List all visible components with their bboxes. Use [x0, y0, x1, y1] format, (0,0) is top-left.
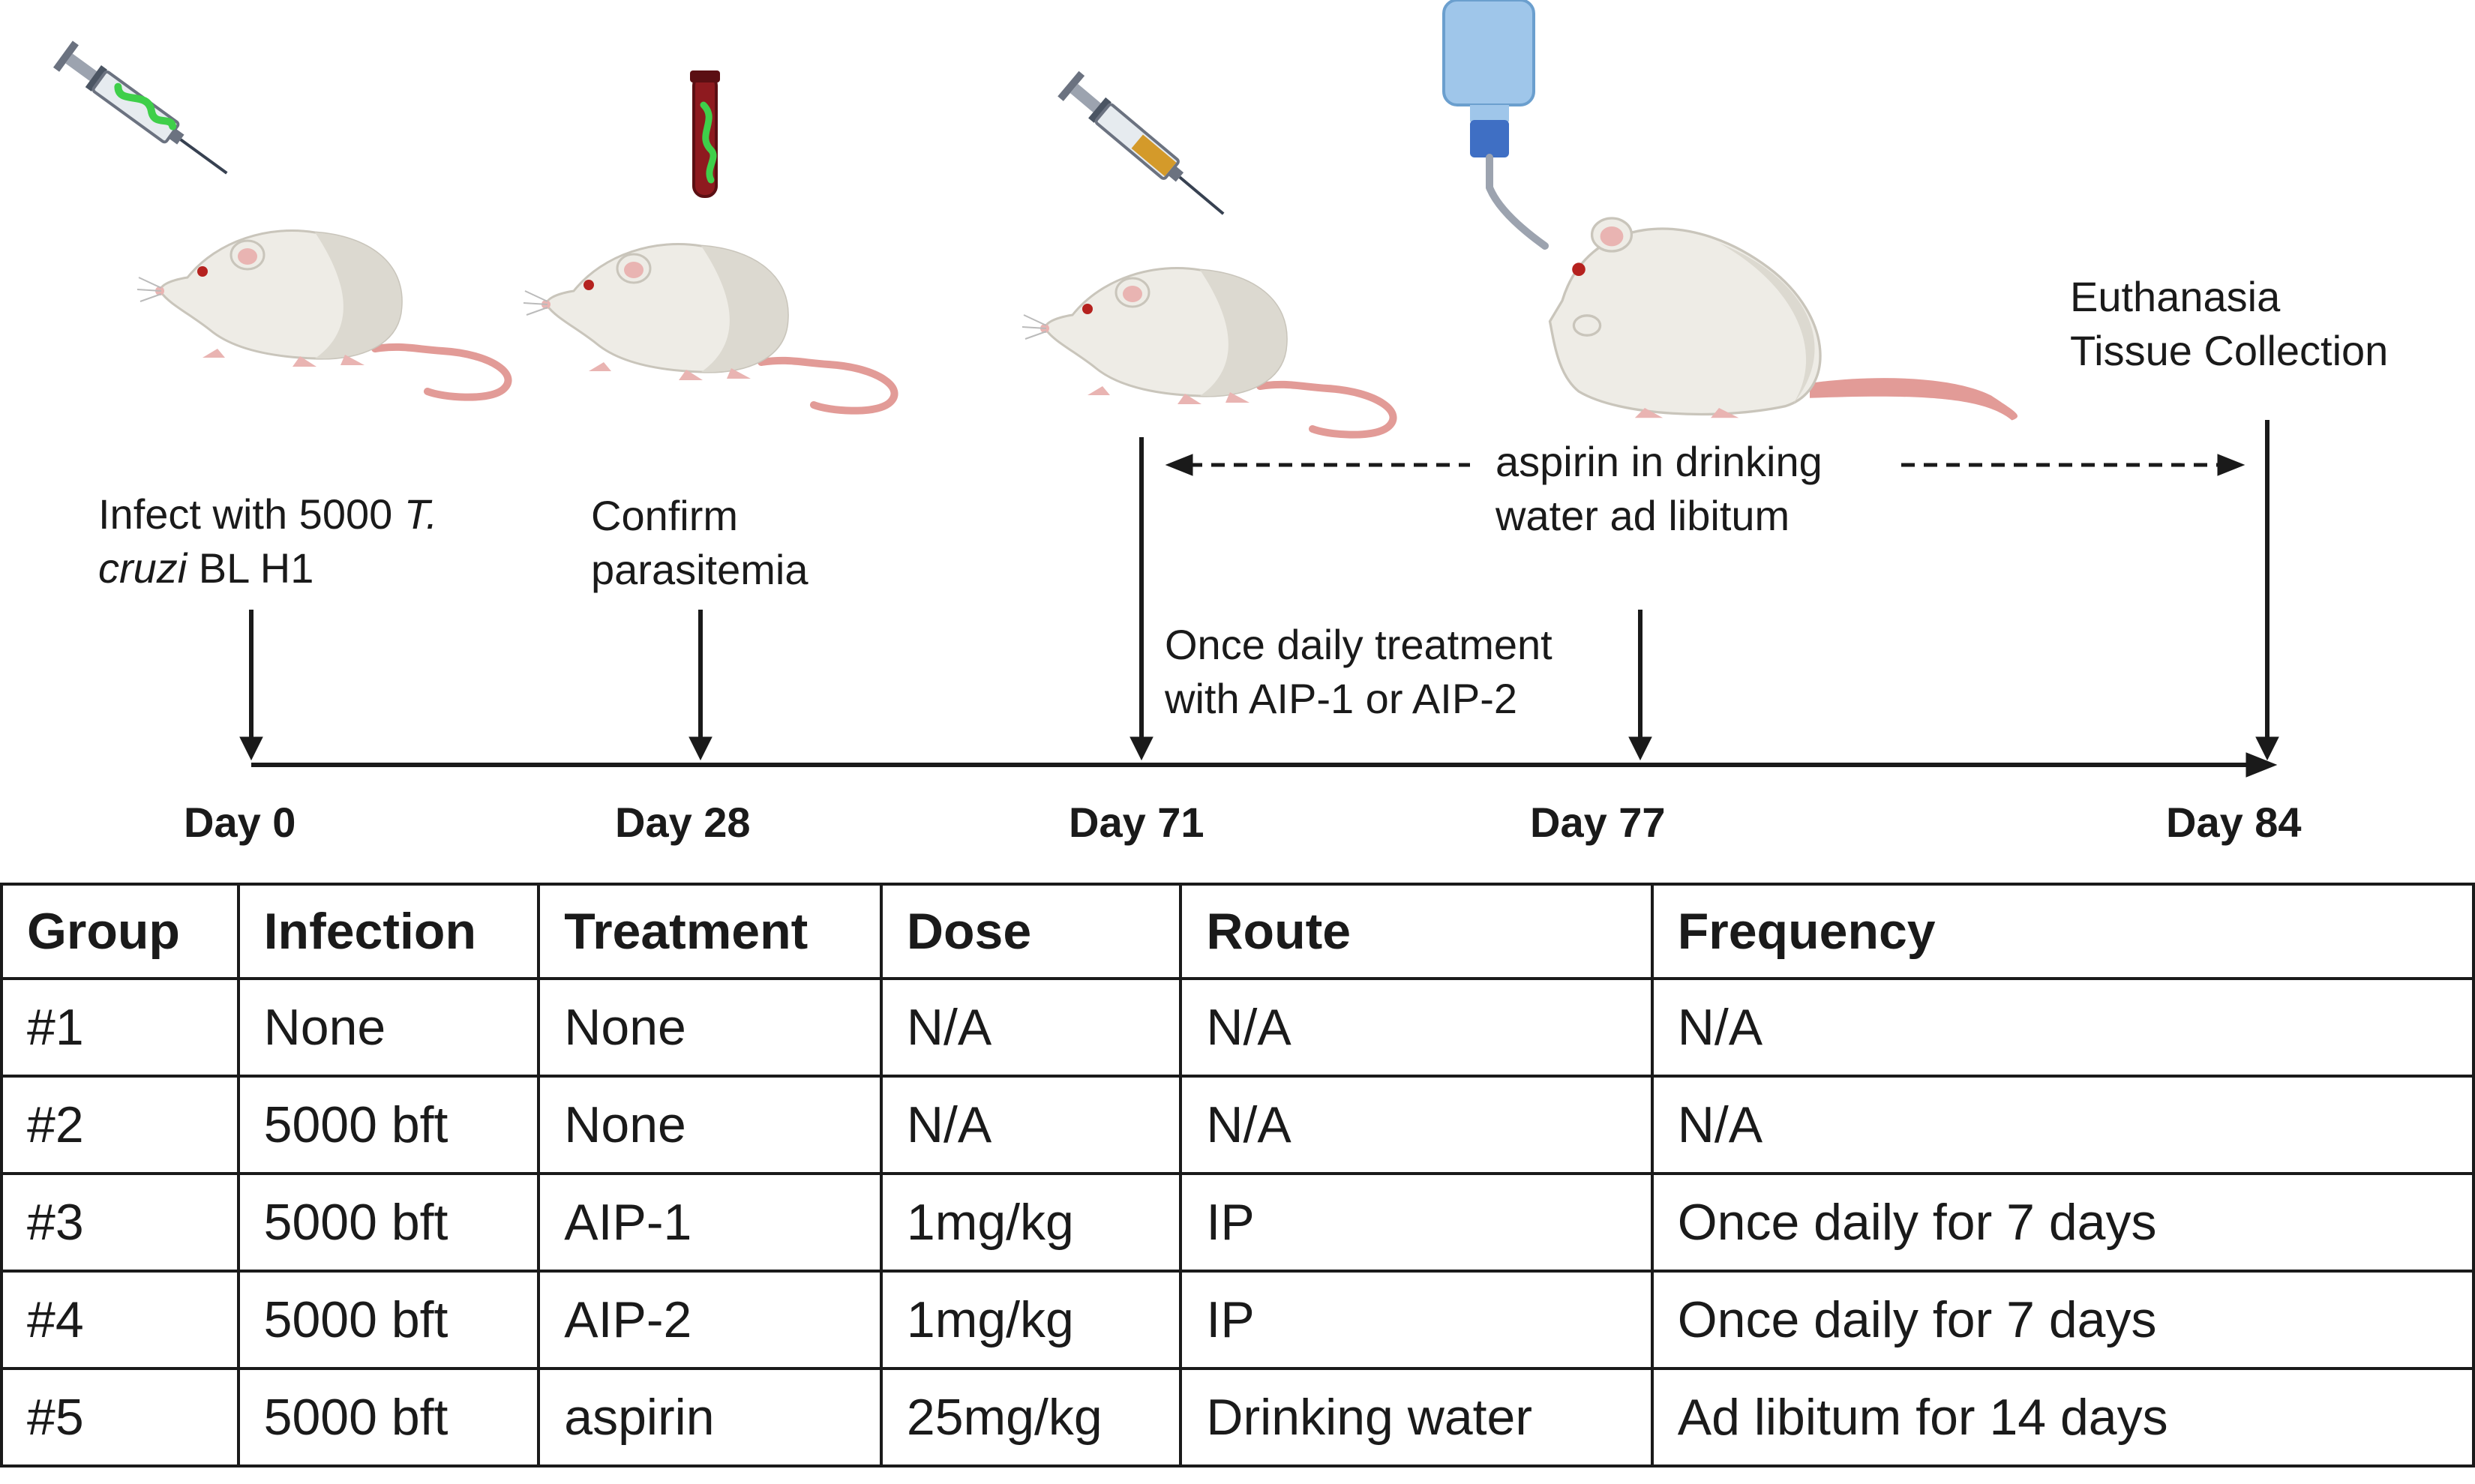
- cell-route: Drinking water: [1179, 1367, 1654, 1468]
- table-row: #4 5000 bft AIP-2 1mg/kg IP Once daily f…: [0, 1270, 2475, 1370]
- arrow-day-28: [688, 610, 712, 761]
- cell-infection: 5000 bft: [236, 1075, 541, 1175]
- day-77-label: Day 77: [1530, 799, 1666, 846]
- infect-label-species-name: cruzi: [98, 544, 188, 592]
- cell-dose: 1mg/kg: [879, 1172, 1183, 1273]
- infect-label: Infect with 5000 T. cruzi BL H1: [98, 487, 437, 595]
- mouse-icon: [1022, 268, 1394, 435]
- cell-group: #5: [0, 1367, 240, 1468]
- cell-route: IP: [1179, 1270, 1654, 1370]
- aspirin-range-arrow: [1165, 454, 2246, 476]
- cell-treatment: AIP-2: [537, 1270, 883, 1370]
- arrow-day-0: [239, 610, 263, 761]
- mouse-icon: [524, 244, 895, 411]
- aspirin-label-line1: aspirin in drinking: [1496, 438, 1822, 485]
- cell-frequency: N/A: [1650, 1075, 2475, 1175]
- day-71-label: Day 71: [1069, 799, 1204, 846]
- header-group: Group: [0, 883, 240, 980]
- timeline: [239, 420, 2279, 778]
- cell-frequency: Once daily for 7 days: [1650, 1172, 2475, 1273]
- table-header-row: Group Infection Treatment Dose Route Fre…: [0, 883, 2475, 980]
- euthanasia-label-line2: Tissue Collection: [2070, 327, 2389, 374]
- infect-label-strain: BL H1: [187, 544, 314, 592]
- cell-dose: 25mg/kg: [879, 1367, 1183, 1468]
- cell-infection: 5000 bft: [236, 1367, 541, 1468]
- aspirin-label-line2: water ad libitum: [1496, 492, 1790, 539]
- header-frequency: Frequency: [1650, 883, 2475, 980]
- day-84-label: Day 84: [2166, 799, 2302, 846]
- cell-frequency: Ad libitum for 14 days: [1650, 1367, 2475, 1468]
- day-28-label: Day 28: [615, 799, 751, 846]
- treatment-label-line2: with AIP-1 or AIP-2: [1165, 675, 1517, 722]
- cell-dose: 1mg/kg: [879, 1270, 1183, 1370]
- header-infection: Infection: [236, 883, 541, 980]
- cell-infection: 5000 bft: [236, 1270, 541, 1370]
- cell-treatment: AIP-1: [537, 1172, 883, 1273]
- confirm-label-line2: parasitemia: [591, 546, 808, 593]
- confirm-label: Confirm parasitemia: [591, 489, 808, 597]
- cell-route: N/A: [1179, 1075, 1654, 1175]
- blood-tube-icon: [690, 70, 720, 198]
- mouse-icon: [1548, 217, 2018, 421]
- cell-treatment: None: [537, 1075, 883, 1175]
- cell-infection: 5000 bft: [236, 1172, 541, 1273]
- infect-label-species-genus: T.: [404, 490, 438, 538]
- syringe-amber-icon: [1056, 69, 1236, 228]
- cell-route: N/A: [1179, 977, 1654, 1078]
- treatment-label-line1: Once daily treatment: [1165, 621, 1552, 668]
- day-0-label: Day 0: [184, 799, 296, 846]
- syringe-green-icon: [53, 40, 236, 186]
- table-row: #1 None None N/A N/A N/A: [0, 977, 2475, 1078]
- cell-group: #2: [0, 1075, 240, 1175]
- header-route: Route: [1179, 883, 1654, 980]
- table-row: #3 5000 bft AIP-1 1mg/kg IP Once daily f…: [0, 1172, 2475, 1273]
- water-bottle-icon: [1442, 0, 1549, 250]
- euthanasia-label-line1: Euthanasia: [2070, 273, 2281, 320]
- cell-treatment: None: [537, 977, 883, 1078]
- cell-treatment: aspirin: [537, 1367, 883, 1468]
- cell-infection: None: [236, 977, 541, 1078]
- arrow-day-71: [1130, 437, 1154, 761]
- confirm-label-line1: Confirm: [591, 492, 739, 539]
- arrow-day-77: [1628, 610, 1652, 761]
- euthanasia-label: Euthanasia Tissue Collection: [2070, 270, 2388, 378]
- table-row: #2 5000 bft None N/A N/A N/A: [0, 1075, 2475, 1175]
- infect-label-text: Infect with 5000: [98, 490, 404, 538]
- cell-route: IP: [1179, 1172, 1654, 1273]
- cell-group: #1: [0, 977, 240, 1078]
- cell-dose: N/A: [879, 977, 1183, 1078]
- cell-group: #3: [0, 1172, 240, 1273]
- treatment-label: Once daily treatment with AIP-1 or AIP-2: [1165, 618, 1552, 726]
- arrow-day-84: [2255, 420, 2279, 761]
- aspirin-label: aspirin in drinking water ad libitum: [1496, 435, 1822, 543]
- cell-frequency: Once daily for 7 days: [1650, 1270, 2475, 1370]
- mouse-icon: [137, 231, 508, 397]
- cell-dose: N/A: [879, 1075, 1183, 1175]
- cell-frequency: N/A: [1650, 977, 2475, 1078]
- table-row: #5 5000 bft aspirin 25mg/kg Drinking wat…: [0, 1367, 2475, 1468]
- protocol-table: Group Infection Treatment Dose Route Fre…: [0, 883, 2475, 1468]
- header-dose: Dose: [879, 883, 1183, 980]
- header-treatment: Treatment: [537, 883, 883, 980]
- cell-group: #4: [0, 1270, 240, 1370]
